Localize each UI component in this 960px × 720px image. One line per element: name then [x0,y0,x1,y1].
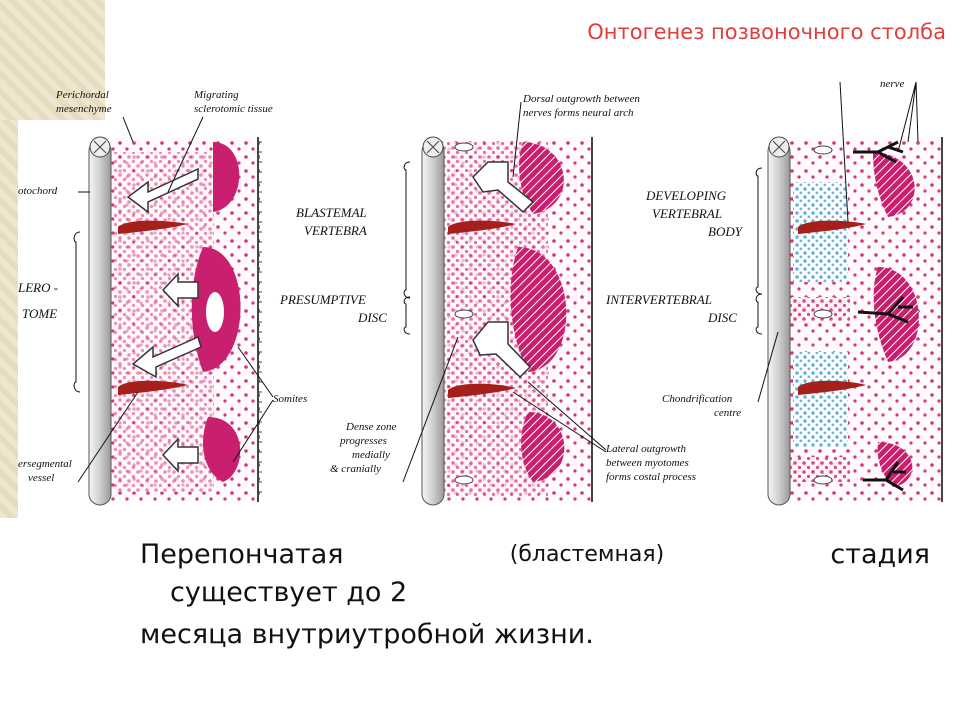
chondrification-zone-2 [793,352,848,447]
somite-3 [203,417,241,482]
body-line-2: существует до 2 [170,577,408,608]
label-intervertebral-1: INTERVERTEBRAL [605,292,712,307]
panel-3-vessel-2 [798,380,866,395]
label-chondrification-1: Chondrification [662,393,733,405]
panel-3-notochord [767,139,791,506]
label-developing-2: VERTEBRAL [652,206,722,221]
label-dense-4: & cranially [330,463,381,475]
somite-1 [213,142,240,212]
intersegmental-vessel-1 [118,220,188,234]
label-intersegmental-2: vessel [28,472,54,484]
intersegmental-vessel-2 [118,380,188,395]
panel-2-somite-1 [519,142,564,214]
label-sclerotome-1: LERO - [18,280,58,295]
label-dense-2: progresses [339,435,387,447]
label-sclerotome-2: TOME [22,306,57,321]
label-nerve: nerve [880,82,905,90]
panel-2-vessel-2 [448,383,516,398]
label-dense-1: Dense zone [345,421,397,433]
slide-title: Онтогенез позвоночного столба [587,20,946,44]
word-stage: стадия [830,539,930,570]
label-developing-3: BODY [708,224,744,239]
panel-3-vessel-1 [798,220,866,234]
panel-2-somite-3 [521,412,565,482]
label-lateral-1: Lateral outgrowth [605,443,686,455]
label-dense-3: medially [352,449,390,461]
migration-arrow-2 [161,272,199,308]
label-blastemal-1: BLASTEMAL [296,205,367,220]
label-lateral-2: between myotomes [606,457,689,469]
label-perichordal-1: Perichordal [55,89,109,101]
migration-arrow-3 [131,335,202,379]
label-chondrification-2: centre [714,407,741,419]
label-blastemal-2: VERTEBRA [304,223,367,238]
panel-2: Dorsal outgrowth between nerves forms ne… [279,93,696,506]
panel-3-somite-2 [873,267,919,362]
body-line-3: месяца внутриутробной жизни. [140,619,594,650]
neural-arch-arrow [472,161,535,214]
label-dorsal-1: Dorsal outgrowth between [522,93,640,105]
label-migrating-2: sclerotomic tissue [194,103,273,115]
label-somites: Somites [273,393,307,405]
label-intervertebral-2: DISC [707,310,737,325]
decorative-left-strip [0,120,18,518]
label-notochord: otochord [18,185,58,197]
label-migrating-1: Migrating [193,89,239,101]
panel-2-vessel-1 [448,220,516,234]
label-intersegmental-1: ersegmental [18,458,72,470]
migration-arrow-4 [161,437,199,473]
spinal-nerves [853,140,913,492]
costal-process-arrow [472,321,532,379]
label-dorsal-2: nerves forms neural arch [523,107,634,119]
label-lateral-3: forms costal process [606,471,696,483]
notochord-rod [88,139,112,506]
slide-body-text: Перепончатая (бластемная) стадия существ… [140,536,930,654]
label-presumptive-2: DISC [357,310,387,325]
label-presumptive-1: PRESUMPTIVE [279,292,366,307]
vertebral-development-figure: Perichordal mesenchyme Migrating sclerot… [18,82,950,520]
panel-2-somite-2 [510,247,567,372]
panel-3-somite-1 [873,152,915,217]
label-developing-1: DEVELOPING [645,188,727,203]
label-perichordal-2: mesenchyme [56,103,112,115]
migration-arrow-1 [126,167,199,214]
word-blastemal: (бластемная) [509,542,665,567]
panel-3: nerve DEVELOPING VERTEBRAL BODY INTERVER… [605,82,943,506]
panel-2-notochord [421,139,445,506]
decorative-corner [0,0,105,120]
word-membranous: Перепончатая [140,539,344,570]
somite-2-cavity [206,292,224,332]
panel-1: Perichordal mesenchyme Migrating sclerot… [18,89,307,506]
body-line-1: Перепончатая (бластемная) стадия [140,536,930,574]
